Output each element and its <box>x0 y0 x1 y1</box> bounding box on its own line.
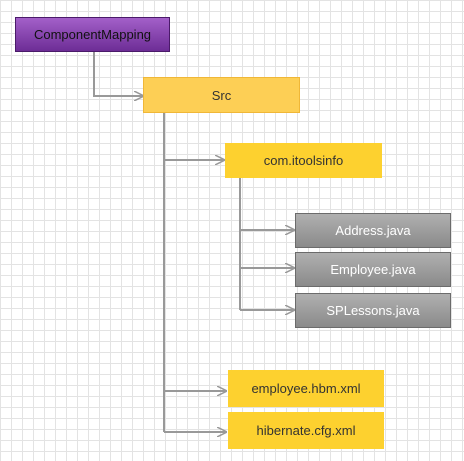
src-label: Src <box>211 87 232 103</box>
component-mapping-label: ComponentMapping <box>33 27 152 42</box>
package-label: com.itoolsinfo <box>263 153 344 168</box>
file-node-splessons: SPLessons.java <box>295 293 451 328</box>
src-node: Src <box>143 77 300 113</box>
file-label: Employee.java <box>330 262 416 277</box>
file-node-address: Address.java <box>295 213 451 248</box>
xml-label: hibernate.cfg.xml <box>256 423 356 438</box>
xml-node-employee-hbm: employee.hbm.xml <box>228 370 384 407</box>
xml-label: employee.hbm.xml <box>251 381 361 396</box>
xml-node-hibernate-cfg: hibernate.cfg.xml <box>228 412 384 449</box>
file-label: SPLessons.java <box>326 303 420 318</box>
file-label: Address.java <box>335 223 411 238</box>
component-mapping-node: ComponentMapping <box>15 17 170 52</box>
file-node-employee: Employee.java <box>295 252 451 287</box>
package-node: com.itoolsinfo <box>225 143 382 178</box>
